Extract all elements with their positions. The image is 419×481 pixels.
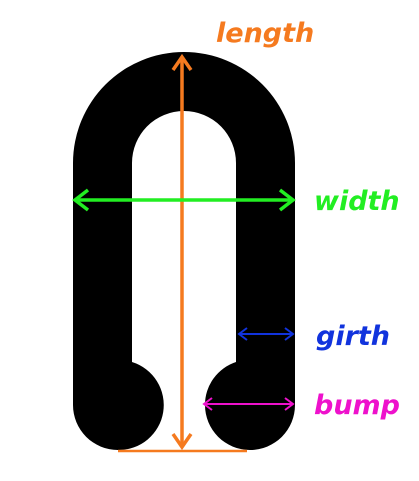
bump-arrowhead-right xyxy=(284,397,295,411)
width-arrowhead-left xyxy=(72,188,90,212)
girth-arrowhead-left xyxy=(237,327,248,341)
girth-dimension: girth xyxy=(237,321,390,352)
width-label: width xyxy=(314,186,400,217)
bump-label: bump xyxy=(314,390,400,421)
u-shape-body xyxy=(73,52,295,451)
girth-label: girth xyxy=(316,321,390,352)
length-dimension: length xyxy=(118,18,314,453)
length-arrowhead-bottom xyxy=(171,433,193,451)
length-label: length xyxy=(216,18,314,49)
width-arrowhead-right xyxy=(278,188,296,212)
girth-arrowhead-right xyxy=(284,327,295,341)
width-dimension: width xyxy=(72,186,400,217)
u-shape xyxy=(73,52,295,451)
length-arrowhead-top xyxy=(171,53,193,71)
bump-arrowhead-left xyxy=(202,397,213,411)
bump-dimension: bump xyxy=(202,390,400,421)
